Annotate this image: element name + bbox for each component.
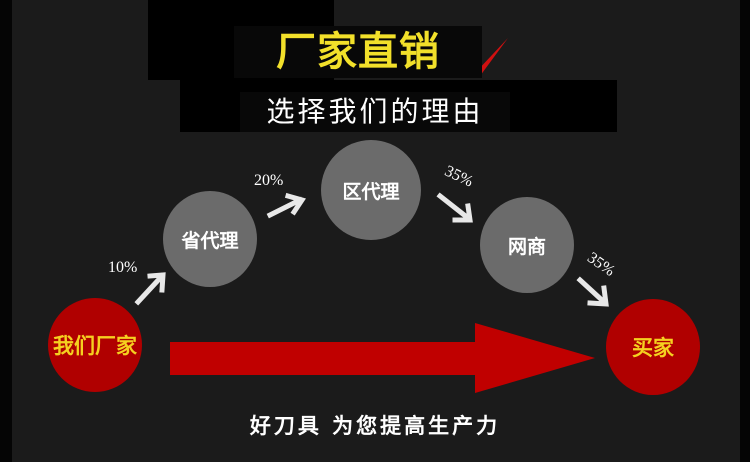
arrow-up-right-icon [134, 272, 166, 306]
arrow-down-right-icon [576, 276, 609, 307]
markup-label: 10% [108, 259, 138, 276]
markup-label: 20% [254, 172, 284, 189]
arrow-right-icon [266, 192, 306, 219]
node-district-agent: 区代理 [321, 140, 421, 240]
page-title: 厂家直销 [234, 26, 482, 78]
big-red-arrow [170, 323, 595, 393]
slogan: 好刀具 为您提高生产力 [249, 413, 501, 438]
right-red-slash-icon [476, 38, 508, 76]
node-province-agent: 省代理 [163, 191, 257, 287]
page-subtitle: 选择我们的理由 [240, 92, 510, 132]
right-border [740, 0, 750, 462]
left-border [0, 0, 12, 462]
node-factory: 我们厂家 [48, 298, 142, 392]
node-online-seller: 网商 [480, 197, 574, 293]
node-buyer: 买家 [606, 299, 700, 395]
arrow-down-right-icon [436, 192, 473, 223]
